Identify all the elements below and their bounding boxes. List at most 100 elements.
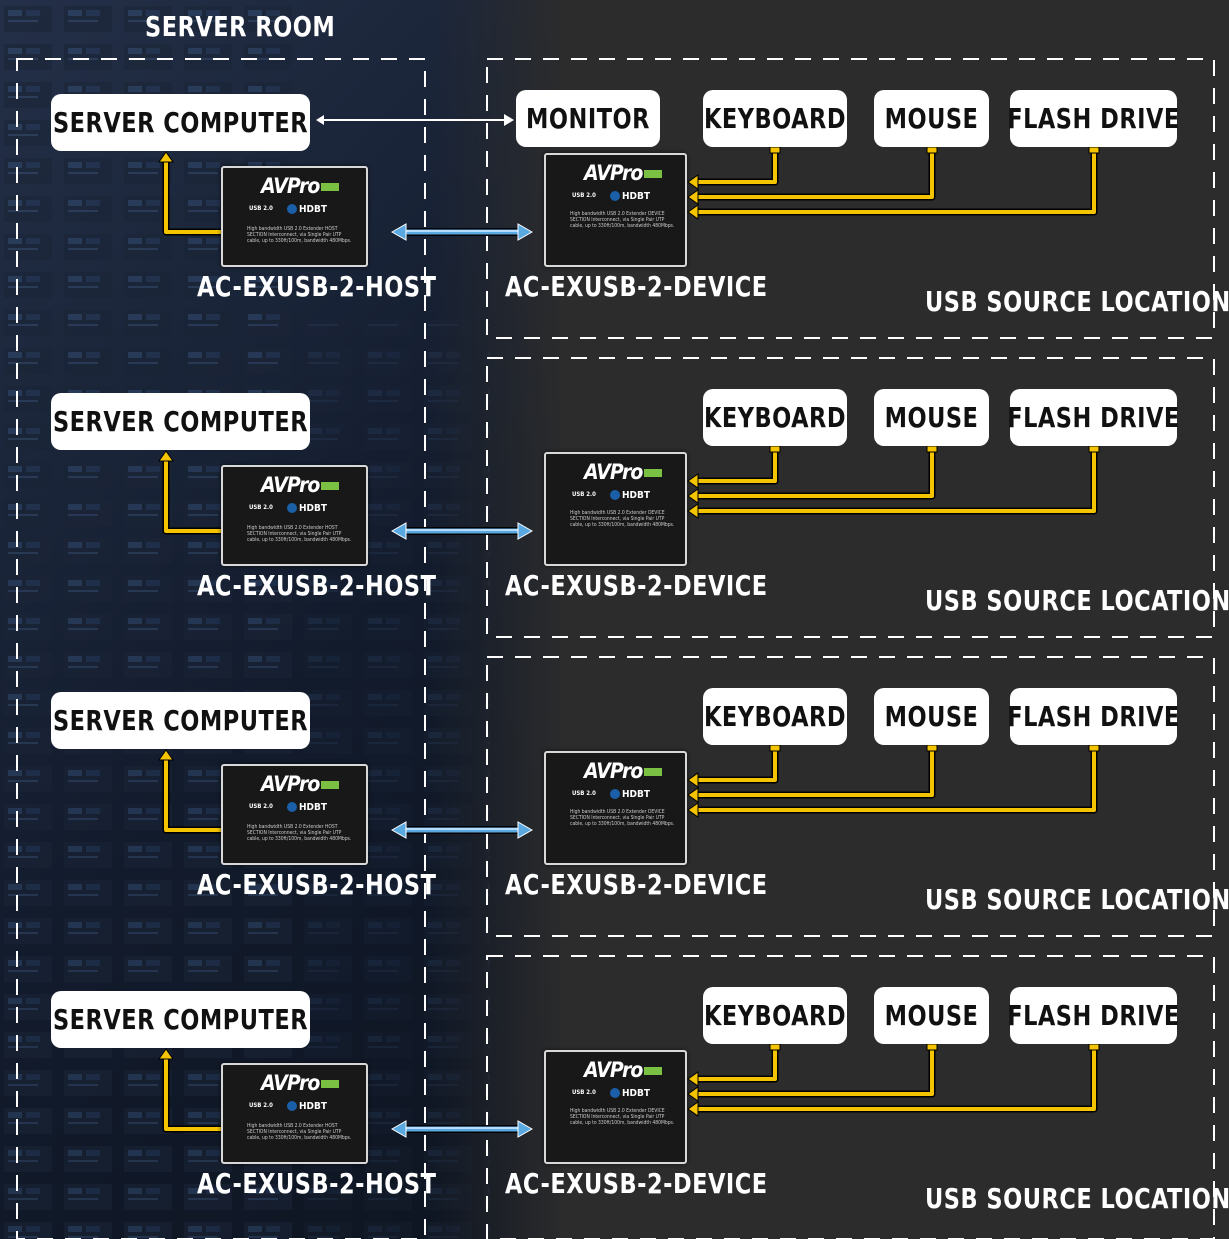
hdbt-arrow-right-4	[517, 1120, 534, 1138]
host-description: High bandwidth USB 2.0 Extender HOST SEC…	[247, 1123, 352, 1141]
peripheral-usb-arrow-4-1	[687, 1071, 699, 1087]
hdbt-logo: HDBT	[287, 1101, 327, 1112]
flash-drive-label: FLASH DRIVE	[1007, 401, 1180, 434]
brand-text: AVPro	[261, 174, 320, 198]
peripheral-usb-plug-2-1	[769, 445, 781, 453]
avpro-logo: AVPro	[584, 759, 663, 783]
peripheral-usb-cable-3-1	[696, 748, 777, 782]
hdbt-text: HDBT	[622, 490, 650, 501]
avpro-logo: AVPro	[584, 161, 663, 185]
edge-badge	[644, 1067, 663, 1075]
usb-badge: USB 2.0	[249, 803, 273, 810]
avpro-logo: AVPro	[261, 772, 340, 796]
peripheral-usb-cable-3-2	[696, 748, 934, 797]
monitor-label: MONITOR	[526, 102, 650, 135]
video-cable-arrow-icon	[504, 114, 514, 126]
hdbt-logo: HDBT	[610, 490, 650, 501]
mouse-3: MOUSE	[874, 688, 989, 745]
video-cable-end-icon	[316, 115, 324, 125]
hdbt-logo: HDBT	[610, 1088, 650, 1099]
server-computer-label: SERVER COMPUTER	[52, 704, 309, 737]
peripheral-usb-cable-4-1	[696, 1047, 777, 1081]
peripheral-usb-arrow-1-3	[687, 204, 699, 220]
avpro-logo: AVPro	[261, 1071, 340, 1095]
flash-drive-3: FLASH DRIVE	[1007, 688, 1180, 745]
monitor: MONITOR	[516, 90, 660, 147]
hdbt-text: HDBT	[299, 802, 327, 813]
mouse-label: MOUSE	[884, 102, 979, 135]
edge-badge	[321, 781, 340, 789]
mouse-label: MOUSE	[884, 401, 979, 434]
peripheral-usb-arrow-2-1	[687, 473, 699, 489]
mouse-2: MOUSE	[874, 389, 989, 446]
edge-badge	[321, 1080, 340, 1088]
hdbt-logo: HDBT	[610, 191, 650, 202]
peripheral-usb-cable-1-1	[696, 150, 777, 184]
location-border-4	[486, 955, 1215, 1239]
peripheral-usb-arrow-2-3	[687, 503, 699, 519]
keyboard-label: KEYBOARD	[703, 102, 847, 135]
peripheral-usb-plug-1-1	[769, 146, 781, 154]
device-description: High bandwidth USB 2.0 Extender DEVICE S…	[570, 211, 675, 229]
usb-badge: USB 2.0	[249, 504, 273, 511]
device-label-2: AC-EXUSB-2-DEVICE	[505, 569, 768, 602]
server-computer-2: SERVER COMPUTER	[51, 393, 310, 450]
server-computer-1: SERVER COMPUTER	[51, 94, 310, 151]
usb-badge: USB 2.0	[572, 790, 596, 797]
host-description: High bandwidth USB 2.0 Extender HOST SEC…	[247, 525, 352, 543]
hdbt-dot-icon	[610, 191, 620, 201]
keyboard-3: KEYBOARD	[703, 688, 847, 745]
device-label-3: AC-EXUSB-2-DEVICE	[505, 868, 768, 901]
mouse-1: MOUSE	[874, 90, 989, 147]
mouse-label: MOUSE	[884, 999, 979, 1032]
peripheral-usb-plug-3-2	[926, 744, 938, 752]
flash-drive-4: FLASH DRIVE	[1007, 987, 1179, 1044]
edge-badge	[644, 469, 663, 477]
server-usb-arrow-4	[158, 1048, 174, 1060]
peripheral-usb-cable-2-1	[696, 449, 777, 483]
server-usb-cable-2	[164, 461, 221, 533]
hdbt-arrow-left-1	[390, 223, 407, 241]
server-room-border	[16, 58, 426, 1239]
device-description: High bandwidth USB 2.0 Extender DEVICE S…	[570, 1108, 675, 1126]
hdbt-arrow-left-3	[390, 821, 407, 839]
peripheral-usb-plug-4-1	[769, 1043, 781, 1051]
hdbt-arrow-left-2	[390, 522, 407, 540]
edge-badge	[644, 768, 663, 776]
server-computer-4: SERVER COMPUTER	[51, 991, 310, 1048]
brand-text: AVPro	[584, 1058, 643, 1082]
usb-badge: USB 2.0	[572, 192, 596, 199]
mouse-label: MOUSE	[884, 700, 979, 733]
hdbt-text: HDBT	[622, 789, 650, 800]
hdbt-logo: HDBT	[287, 802, 327, 813]
usb-badge: USB 2.0	[572, 1089, 596, 1096]
flash-drive-label: FLASH DRIVE	[1007, 700, 1180, 733]
location-label-3: USB SOURCE LOCATION 3	[925, 883, 1229, 916]
peripheral-usb-arrow-2-2	[687, 488, 699, 504]
peripheral-usb-arrow-4-3	[687, 1101, 699, 1117]
peripheral-usb-plug-4-2	[926, 1043, 938, 1051]
peripheral-usb-plug-4-3	[1088, 1043, 1100, 1051]
peripheral-usb-cable-4-3	[696, 1047, 1096, 1111]
keyboard-label: KEYBOARD	[703, 700, 847, 733]
peripheral-usb-arrow-3-1	[687, 772, 699, 788]
peripheral-usb-plug-2-2	[926, 445, 938, 453]
hdbt-arrow-right-3	[517, 821, 534, 839]
host-label-2: AC-EXUSB-2-HOST	[197, 569, 437, 602]
avpro-logo: AVPro	[261, 174, 340, 198]
server-usb-arrow-3	[158, 749, 174, 761]
keyboard-2: KEYBOARD	[703, 389, 847, 446]
brand-text: AVPro	[261, 1071, 320, 1095]
server-computer-label: SERVER COMPUTER	[52, 1003, 309, 1036]
hdbt-arrow-right-1	[517, 223, 534, 241]
peripheral-usb-arrow-1-1	[687, 174, 699, 190]
brand-text: AVPro	[584, 460, 643, 484]
device-label-4: AC-EXUSB-2-DEVICE	[505, 1167, 768, 1200]
hdbt-dot-icon	[287, 802, 297, 812]
location-label-1: USB SOURCE LOCATION 1	[925, 285, 1229, 318]
peripheral-usb-arrow-4-2	[687, 1086, 699, 1102]
